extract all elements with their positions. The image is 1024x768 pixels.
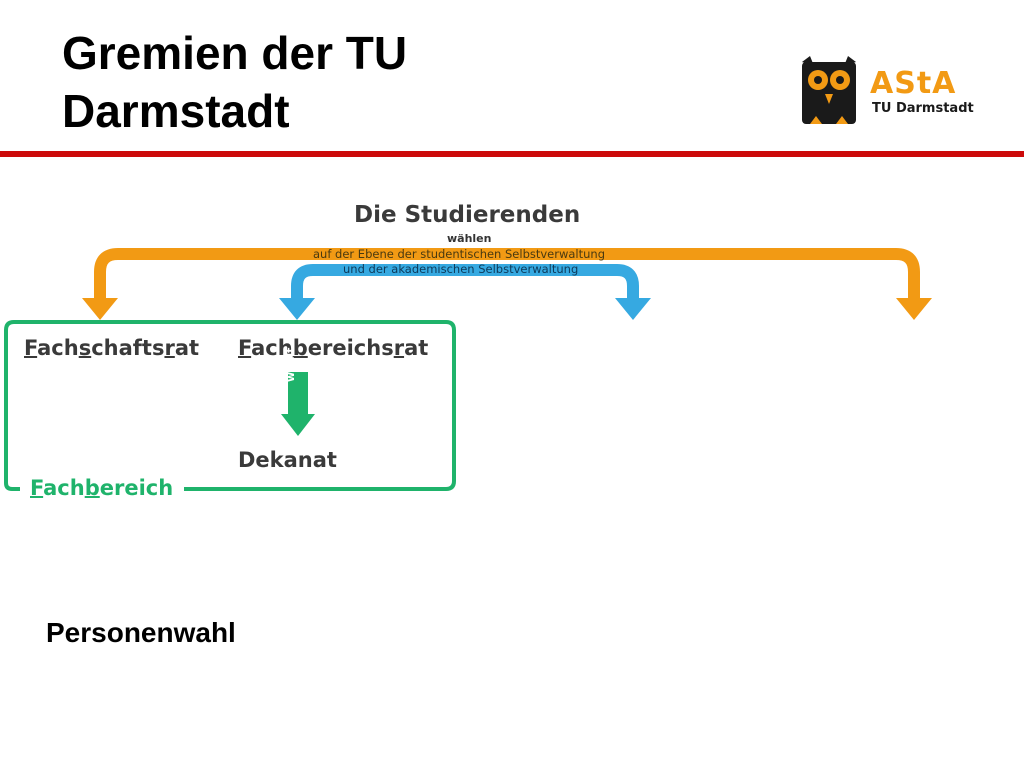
- node-fachbereich: Fachbereich: [30, 476, 174, 500]
- orange-arrowhead-left-icon: [82, 298, 118, 320]
- slide-title-line2: Darmstadt: [62, 85, 290, 137]
- orange-arrowhead-right-icon: [896, 298, 932, 320]
- blue-arrowhead-left-icon: [279, 298, 315, 320]
- diagram-line-academic: und der akademischen Selbstverwaltung: [343, 262, 579, 276]
- node-fachbereichsrat: Fachbereichsrat: [238, 336, 429, 360]
- diagram-line-student: auf der Ebene der studentischen Selbstve…: [313, 247, 606, 261]
- blue-bracket-arrow: [291, 264, 639, 300]
- personenwahl-label: Personenwahl: [46, 617, 236, 648]
- blue-arrowhead-right-icon: [615, 298, 651, 320]
- orange-bracket-arrow: [94, 248, 920, 300]
- slide-title: Gremien der TU Darmstadt: [62, 24, 622, 140]
- fachbereich-frame: [4, 320, 456, 491]
- green-arrowhead-icon: [281, 414, 315, 436]
- asta-logo-subtitle: TU Darmstadt: [872, 101, 974, 116]
- arrow-label-waehlt: wählt: [284, 347, 297, 382]
- diagram-verb: wählen: [447, 232, 492, 245]
- node-dekanat: Dekanat: [238, 448, 337, 472]
- slide-title-line1: Gremien der TU: [62, 27, 408, 79]
- asta-owl-logo-icon: [802, 56, 856, 124]
- node-fachschaftsrat: Fachschaftsrat: [24, 336, 200, 360]
- asta-logo-wordmark: AStA: [870, 66, 957, 101]
- title-divider: [0, 151, 1024, 157]
- diagram-heading: Die Studierenden: [354, 202, 581, 228]
